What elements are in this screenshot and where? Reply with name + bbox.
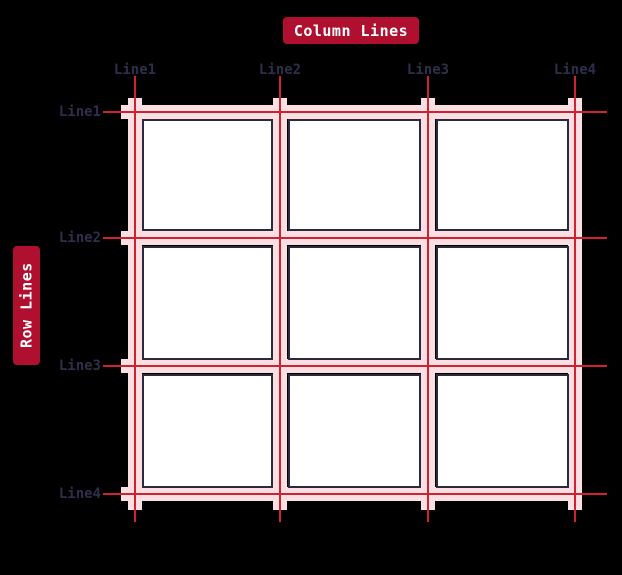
column-line-label-1: Line1 (113, 62, 157, 78)
row-line-rule-2 (103, 237, 607, 239)
cell-r2c3 (436, 246, 569, 360)
column-line-rule-1 (134, 76, 136, 522)
column-line-label-4: Line4 (553, 62, 597, 78)
cell-r3c1 (142, 374, 273, 488)
row-line-rule-1 (103, 111, 607, 113)
row-line-rule-3 (103, 365, 607, 367)
cell-r1c1 (142, 119, 273, 231)
column-line-rule-3 (427, 76, 429, 522)
row-line-label-2: Line2 (58, 230, 101, 246)
cell-r1c3 (436, 119, 569, 231)
cell-r2c2 (288, 246, 421, 360)
column-lines-badge: Column Lines (283, 17, 419, 44)
cell-r3c2 (288, 374, 421, 488)
cell-r2c1 (142, 246, 273, 360)
column-line-rule-2 (279, 76, 281, 522)
row-line-label-4: Line4 (58, 486, 101, 502)
cell-r3c3 (436, 374, 569, 488)
row-line-rule-4 (103, 493, 607, 495)
row-lines-badge: Row Lines (13, 246, 40, 365)
column-line-label-3: Line3 (406, 62, 450, 78)
column-line-rule-4 (574, 76, 576, 522)
row-line-label-3: Line3 (58, 358, 101, 374)
column-line-label-2: Line2 (258, 62, 302, 78)
row-line-label-1: Line1 (58, 104, 101, 120)
cell-r1c2 (288, 119, 421, 231)
